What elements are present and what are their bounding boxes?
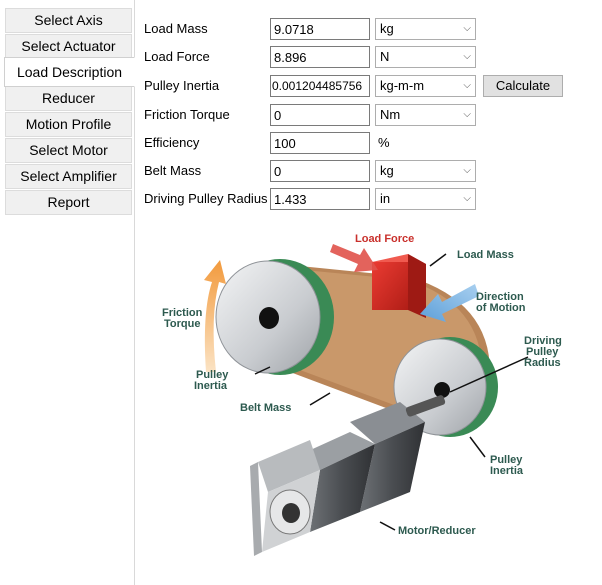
diagram-load-mass-label: Load Mass: [457, 249, 514, 261]
load-force-field[interactable]: [270, 46, 370, 68]
driving-pulley-radius-unit-select[interactable]: in ⌵: [375, 188, 476, 210]
belt-mass-unit-value: kg: [380, 163, 394, 178]
chevron-down-icon: ⌵: [463, 23, 471, 34]
friction-torque-unit-value: Nm: [380, 107, 401, 122]
sidebar-tab-strip: Select Axis Select Actuator Load Descrip…: [0, 0, 135, 585]
belt-mass-unit-select[interactable]: kg ⌵: [375, 160, 476, 182]
tab-motion-profile[interactable]: Motion Profile: [5, 112, 132, 137]
friction-torque-unit-select[interactable]: Nm ⌵: [375, 104, 476, 126]
friction-torque-field[interactable]: [270, 104, 370, 126]
diagram-driving-radius-line3: Radius: [524, 357, 561, 369]
load-mass-unit-select[interactable]: kg ⌵: [375, 18, 476, 40]
calculate-button[interactable]: Calculate: [483, 75, 563, 97]
load-force-arrow-icon: [330, 244, 378, 272]
efficiency-label: Efficiency: [144, 135, 200, 150]
efficiency-unit: %: [378, 135, 390, 150]
leader-lines: [254, 253, 529, 531]
direction-of-motion-arrow-icon: [420, 284, 479, 322]
pulley-inertia-unit-value: kg-m-m: [380, 78, 425, 93]
diagram-belt-mass-label: Belt Mass: [240, 402, 291, 414]
tab-reducer[interactable]: Reducer: [5, 86, 132, 111]
tab-select-motor[interactable]: Select Motor: [5, 138, 132, 163]
diagram-friction-torque-line2: Torque: [164, 318, 200, 330]
pulley-inertia-unit-select[interactable]: kg-m-m ⌵: [375, 75, 476, 97]
belt-mass-field[interactable]: [270, 160, 370, 182]
tab-select-axis[interactable]: Select Axis: [5, 8, 132, 33]
driving-pulley-radius-label: Driving Pulley Radius: [144, 191, 268, 206]
driving-pulley-radius-field[interactable]: [270, 188, 370, 210]
tab-select-actuator[interactable]: Select Actuator: [5, 34, 132, 59]
belt-drive-diagram: Load Force Load Mass Direction of Motion…: [162, 233, 562, 556]
diagram-pulley-inertia-left-line1: Pulley: [196, 369, 229, 381]
load-mass-block: [372, 254, 426, 318]
diagram-direction-label-line1: Direction: [476, 291, 524, 303]
diagram-driving-radius-line1: Driving: [524, 335, 562, 347]
tab-report[interactable]: Report: [5, 190, 132, 215]
diagram-pulley-inertia-left-line2: Inertia: [194, 380, 228, 392]
load-force-unit-value: N: [380, 49, 390, 64]
diagram-pulley-inertia-right-line2: Inertia: [490, 465, 524, 477]
diagram-motor-reducer-label: Motor/Reducer: [398, 525, 476, 537]
motor-reducer: [250, 395, 446, 556]
chevron-down-icon: ⌵: [463, 51, 471, 62]
chevron-down-icon: ⌵: [463, 109, 471, 120]
efficiency-field[interactable]: [270, 132, 370, 154]
pulley-inertia-label: Pulley Inertia: [144, 78, 220, 93]
chevron-down-icon: ⌵: [463, 80, 471, 91]
load-mass-label: Load Mass: [144, 21, 208, 36]
pulley-inertia-field[interactable]: [270, 75, 370, 97]
load-force-unit-select[interactable]: N ⌵: [375, 46, 476, 68]
tab-select-amplifier[interactable]: Select Amplifier: [5, 164, 132, 189]
diagram-driving-radius-line2: Pulley: [526, 346, 559, 358]
load-mass-unit-value: kg: [380, 21, 394, 36]
load-mass-field[interactable]: [270, 18, 370, 40]
load-force-label: Load Force: [144, 49, 210, 64]
left-pulley: [215, 259, 334, 375]
diagram-pulley-inertia-right-line1: Pulley: [490, 454, 523, 466]
friction-torque-label: Friction Torque: [144, 107, 230, 122]
chevron-down-icon: ⌵: [463, 165, 471, 176]
diagram-friction-torque-line1: Friction: [162, 307, 203, 319]
driving-pulley-radius-unit-value: in: [380, 191, 391, 206]
diagram-load-force-label: Load Force: [355, 233, 414, 245]
chevron-down-icon: ⌵: [463, 193, 471, 204]
tab-load-description[interactable]: Load Description: [4, 57, 135, 87]
diagram-direction-label-line2: of Motion: [476, 302, 526, 314]
friction-torque-arrow-icon: [204, 260, 226, 372]
belt-mass-label: Belt Mass: [144, 163, 202, 178]
